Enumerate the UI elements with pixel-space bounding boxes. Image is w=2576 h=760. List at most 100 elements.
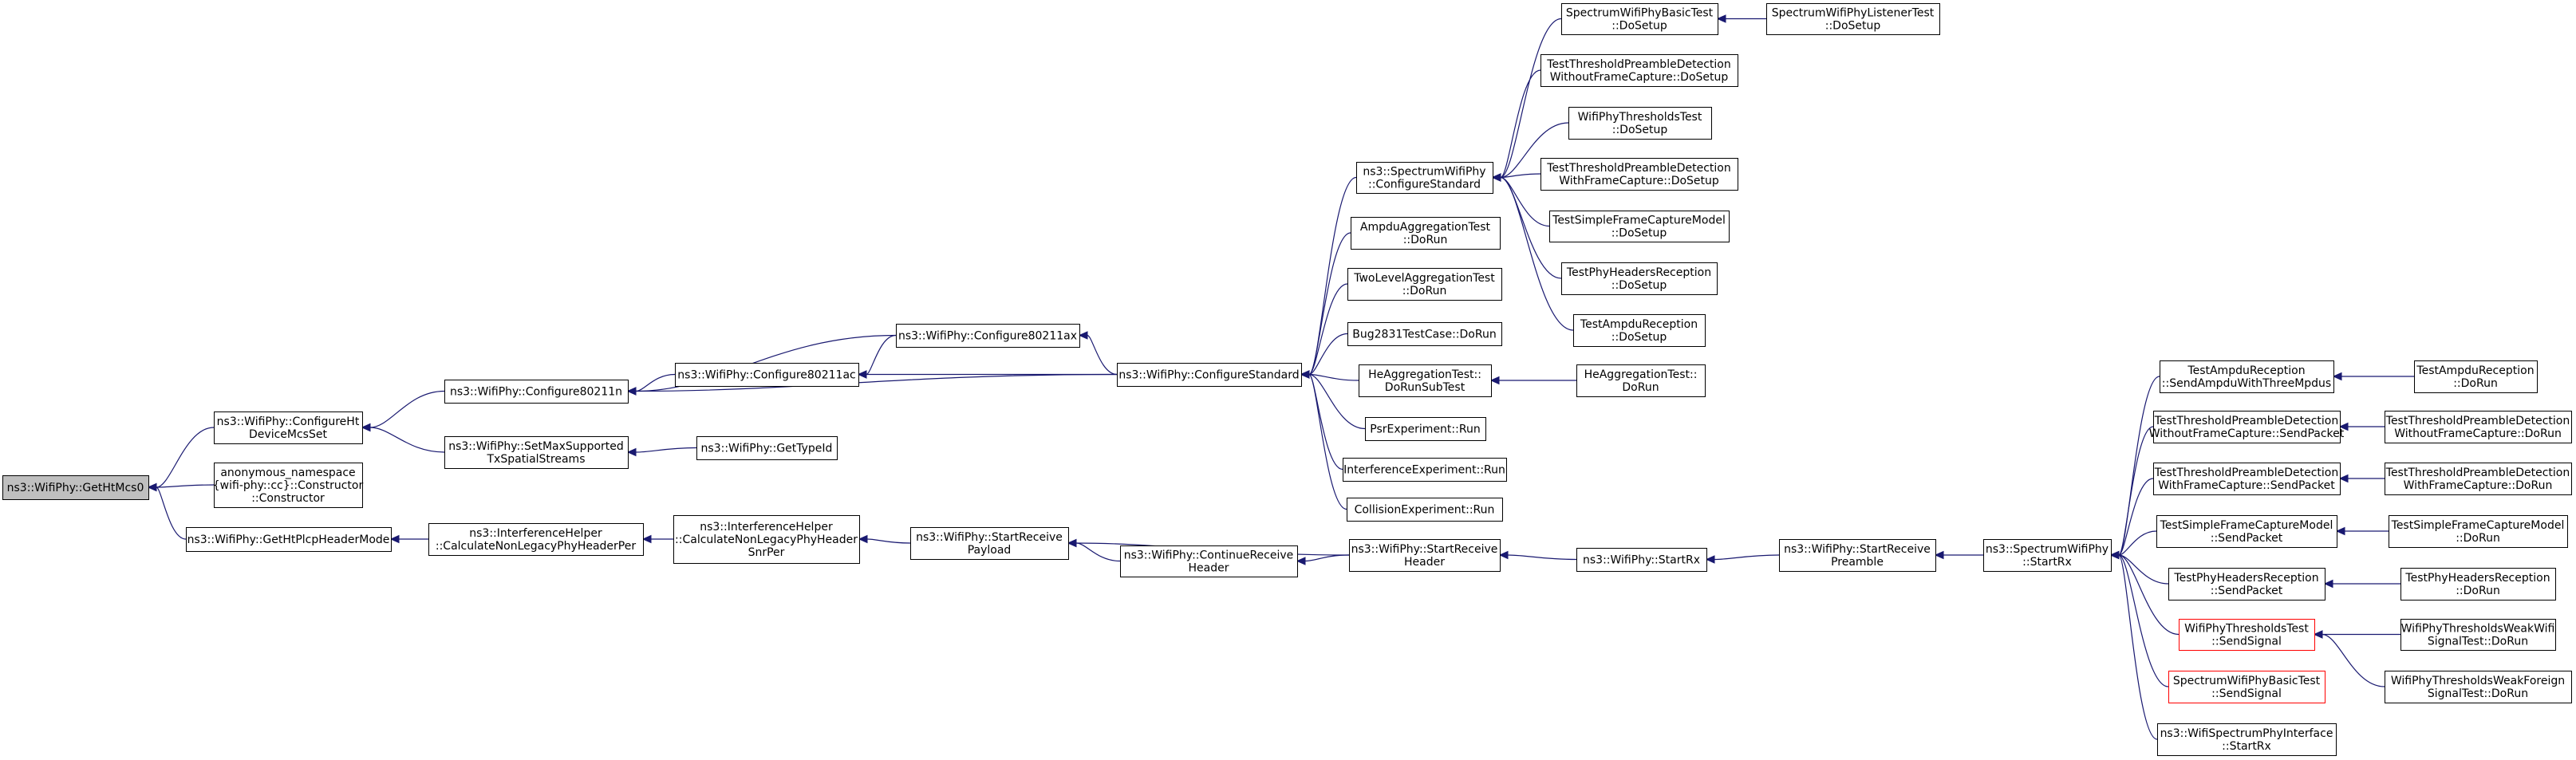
node-he-agg-sub[interactable]: HeAggregationTest::DoRunSubTest bbox=[1359, 364, 1492, 397]
edge-wsi-start-rx-to-sw-start-rx bbox=[2109, 550, 2158, 740]
node-ampdu-rec-setup[interactable]: TestAmpduReception::DoSetup bbox=[1573, 314, 1706, 347]
edge-line bbox=[156, 486, 187, 540]
node-collision-run[interactable]: CollisionExperiment::Run bbox=[1347, 498, 1503, 522]
node-sw-start-rx[interactable]: ns3::SpectrumWifiPhy::StartRx bbox=[1983, 539, 2112, 572]
node-tpd-without-send[interactable]: TestThresholdPreambleDetectionWithoutFra… bbox=[2149, 411, 2345, 443]
node-label: ::DoSetup bbox=[1611, 20, 1667, 33]
node-psr-run[interactable]: PsrExperiment::Run bbox=[1365, 417, 1486, 441]
edge-line bbox=[1308, 373, 1366, 430]
node-anon-ctor[interactable]: anonymous_namespace{wifi-phy::cc}::Const… bbox=[213, 463, 364, 508]
node-label: WithoutFrameCapture::DoRun bbox=[2394, 427, 2562, 440]
node-label: WifiPhyThresholdsTest bbox=[1578, 111, 1702, 124]
node-box bbox=[2179, 619, 2315, 651]
node-box bbox=[1343, 458, 1507, 482]
node-cfg80211ac[interactable]: ns3::WifiPhy::Configure80211ac bbox=[675, 363, 859, 387]
node-box bbox=[1117, 363, 1302, 387]
node-label: ns3::WifiPhy::Configure80211ax bbox=[898, 330, 1077, 343]
node-label: ns3::SpectrumWifiPhy bbox=[1363, 166, 1485, 179]
node-tpd-with-send[interactable]: TestThresholdPreambleDetectionWithFrameC… bbox=[2153, 463, 2341, 495]
node-box bbox=[444, 436, 629, 469]
node-tpd-with-setup[interactable]: TestThresholdPreambleDetectionWithFrameC… bbox=[1540, 158, 1738, 191]
node-two-level-run[interactable]: TwoLevelAggregationTest::DoRun bbox=[1347, 268, 1502, 301]
edge-line bbox=[635, 447, 697, 453]
node-label: CollisionExperiment::Run bbox=[1355, 504, 1495, 517]
node-spec-basic-setup[interactable]: SpectrumWifiPhyBasicTest::DoSetup bbox=[1561, 3, 1718, 35]
node-simple-fc-run[interactable]: TestSimpleFrameCaptureModel::DoRun bbox=[2389, 515, 2568, 548]
node-label: WifiPhyThresholdsTest bbox=[2184, 623, 2309, 636]
node-label: ns3::WifiPhy::StartRx bbox=[1583, 554, 1700, 567]
node-phy-hdr-run[interactable]: TestPhyHeadersReception::DoRun bbox=[2400, 568, 2556, 601]
edge-get-ht-plcp-to-root bbox=[147, 482, 187, 540]
node-box bbox=[675, 363, 859, 387]
node-ih-per[interactable]: ns3::InterferenceHelper::CalculateNonLeg… bbox=[428, 523, 644, 556]
node-wsi-start-rx[interactable]: ns3::WifiSpectrumPhyInterface::StartRx bbox=[2157, 723, 2337, 756]
node-ih-snr-per[interactable]: ns3::InterferenceHelper::CalculateNonLeg… bbox=[673, 515, 860, 564]
node-label: ::CalculateNonLegacyPhyHeaderPer bbox=[436, 540, 636, 553]
arrowhead-icon bbox=[2338, 422, 2349, 431]
arrowhead-icon bbox=[1705, 555, 1715, 564]
node-spec-basic-send[interactable]: SpectrumWifiPhyBasicTest::SendSignal bbox=[2168, 671, 2326, 703]
node-box bbox=[444, 380, 629, 404]
node-label: anonymous_namespace bbox=[220, 467, 355, 479]
node-label: TestSimpleFrameCaptureModel bbox=[1552, 215, 1726, 227]
node-label: ::DoRun bbox=[2456, 585, 2500, 597]
edge-he-agg-run-to-he-agg-sub bbox=[1489, 376, 1576, 385]
node-set-max-streams[interactable]: ns3::WifiPhy::SetMaxSupportedTxSpatialSt… bbox=[444, 436, 629, 469]
node-simple-fc-setup[interactable]: TestSimpleFrameCaptureModel::DoSetup bbox=[1549, 211, 1730, 242]
arrowhead-icon bbox=[1716, 14, 1726, 23]
node-box bbox=[2153, 463, 2341, 495]
node-thr-test-setup[interactable]: WifiPhyThresholdsTest::DoSetup bbox=[1568, 107, 1712, 140]
node-sw-cfg-std[interactable]: ns3::SpectrumWifiPhy::ConfigureStandard bbox=[1356, 162, 1493, 194]
node-label: ::DoSetup bbox=[1611, 227, 1667, 240]
node-label: TestAmpduReception bbox=[2416, 364, 2534, 377]
node-phy-hdr-setup[interactable]: TestPhyHeadersReception::DoSetup bbox=[1561, 262, 1718, 295]
node-label: TestAmpduReception bbox=[2187, 364, 2305, 377]
node-box bbox=[1347, 322, 1502, 346]
node-cfg80211n[interactable]: ns3::WifiPhy::Configure80211n bbox=[444, 380, 629, 404]
node-phy-hdr-send[interactable]: TestPhyHeadersReception::SendPacket bbox=[2168, 568, 2326, 601]
node-ampdu-agg-run[interactable]: AmpduAggregationTest::DoRun bbox=[1351, 217, 1501, 250]
node-tpd-with-run[interactable]: TestThresholdPreambleDetectionWithFrameC… bbox=[2385, 463, 2572, 495]
node-label: PsrExperiment::Run bbox=[1370, 423, 1480, 436]
node-label: TestPhyHeadersReception bbox=[2404, 572, 2550, 585]
node-label: DeviceMcsSet bbox=[249, 428, 327, 441]
node-ampdu-rec-run[interactable]: TestAmpduReception::DoRun bbox=[2414, 360, 2538, 393]
arrowhead-icon bbox=[2335, 526, 2345, 536]
node-send-ampdu[interactable]: TestAmpduReception::SendAmpduWithThreeMp… bbox=[2160, 360, 2334, 393]
node-weak-foreign-run[interactable]: WifiPhyThresholdsWeakForeignSignalTest::… bbox=[2385, 671, 2572, 703]
node-interf-run[interactable]: InterferenceExperiment::Run bbox=[1343, 458, 1507, 482]
node-label: TestPhyHeadersReception bbox=[2173, 572, 2318, 585]
node-label: Preamble bbox=[1831, 556, 1884, 569]
node-cfg-std[interactable]: ns3::WifiPhy::ConfigureStandard bbox=[1117, 363, 1302, 387]
node-cfg80211ax[interactable]: ns3::WifiPhy::Configure80211ax bbox=[896, 324, 1080, 348]
node-root[interactable]: ns3::WifiPhy::GetHtMcs0 bbox=[2, 475, 149, 500]
node-spec-listener-setup[interactable]: SpectrumWifiPhyListenerTest::DoSetup bbox=[1766, 3, 1940, 35]
node-box bbox=[1351, 217, 1501, 250]
node-box bbox=[1549, 211, 1730, 242]
arrowhead-icon bbox=[2109, 550, 2120, 560]
node-box bbox=[1349, 539, 1501, 572]
node-get-type-id[interactable]: ns3::WifiPhy::GetTypeId bbox=[696, 436, 838, 460]
node-he-agg-run[interactable]: HeAggregationTest::DoRun bbox=[1576, 364, 1706, 397]
node-bug2831-run[interactable]: Bug2831TestCase::DoRun bbox=[1347, 322, 1502, 346]
node-label: ns3::WifiPhy::StartReceive bbox=[1351, 543, 1498, 556]
node-simple-fc-send[interactable]: TestSimpleFrameCaptureModel::SendPacket bbox=[2156, 515, 2337, 548]
edge-line bbox=[1308, 373, 1347, 510]
edge-line bbox=[1308, 373, 1359, 381]
node-get-ht-plcp[interactable]: ns3::WifiPhy::GetHtPlcpHeaderMode bbox=[186, 527, 392, 552]
node-tpd-without-run[interactable]: TestThresholdPreambleDetectionWithoutFra… bbox=[2385, 411, 2572, 443]
arrowhead-icon bbox=[857, 370, 867, 379]
node-label: ns3::InterferenceHelper bbox=[469, 527, 602, 540]
node-tpd-without-setup[interactable]: TestThresholdPreambleDetectionWithoutFra… bbox=[1540, 54, 1738, 87]
node-thr-send-signal[interactable]: WifiPhyThresholdsTest::SendSignal bbox=[2179, 619, 2315, 651]
arrowhead-icon bbox=[858, 534, 868, 544]
nodes-layer: ns3::WifiPhy::GetHtMcs0ns3::WifiPhy::Con… bbox=[2, 3, 2572, 756]
node-start-rx[interactable]: ns3::WifiPhy::StartRx bbox=[1576, 548, 1707, 572]
node-weak-wifi-run[interactable]: WifiPhyThresholdsWeakWifiSignalTest::DoR… bbox=[2400, 619, 2556, 651]
